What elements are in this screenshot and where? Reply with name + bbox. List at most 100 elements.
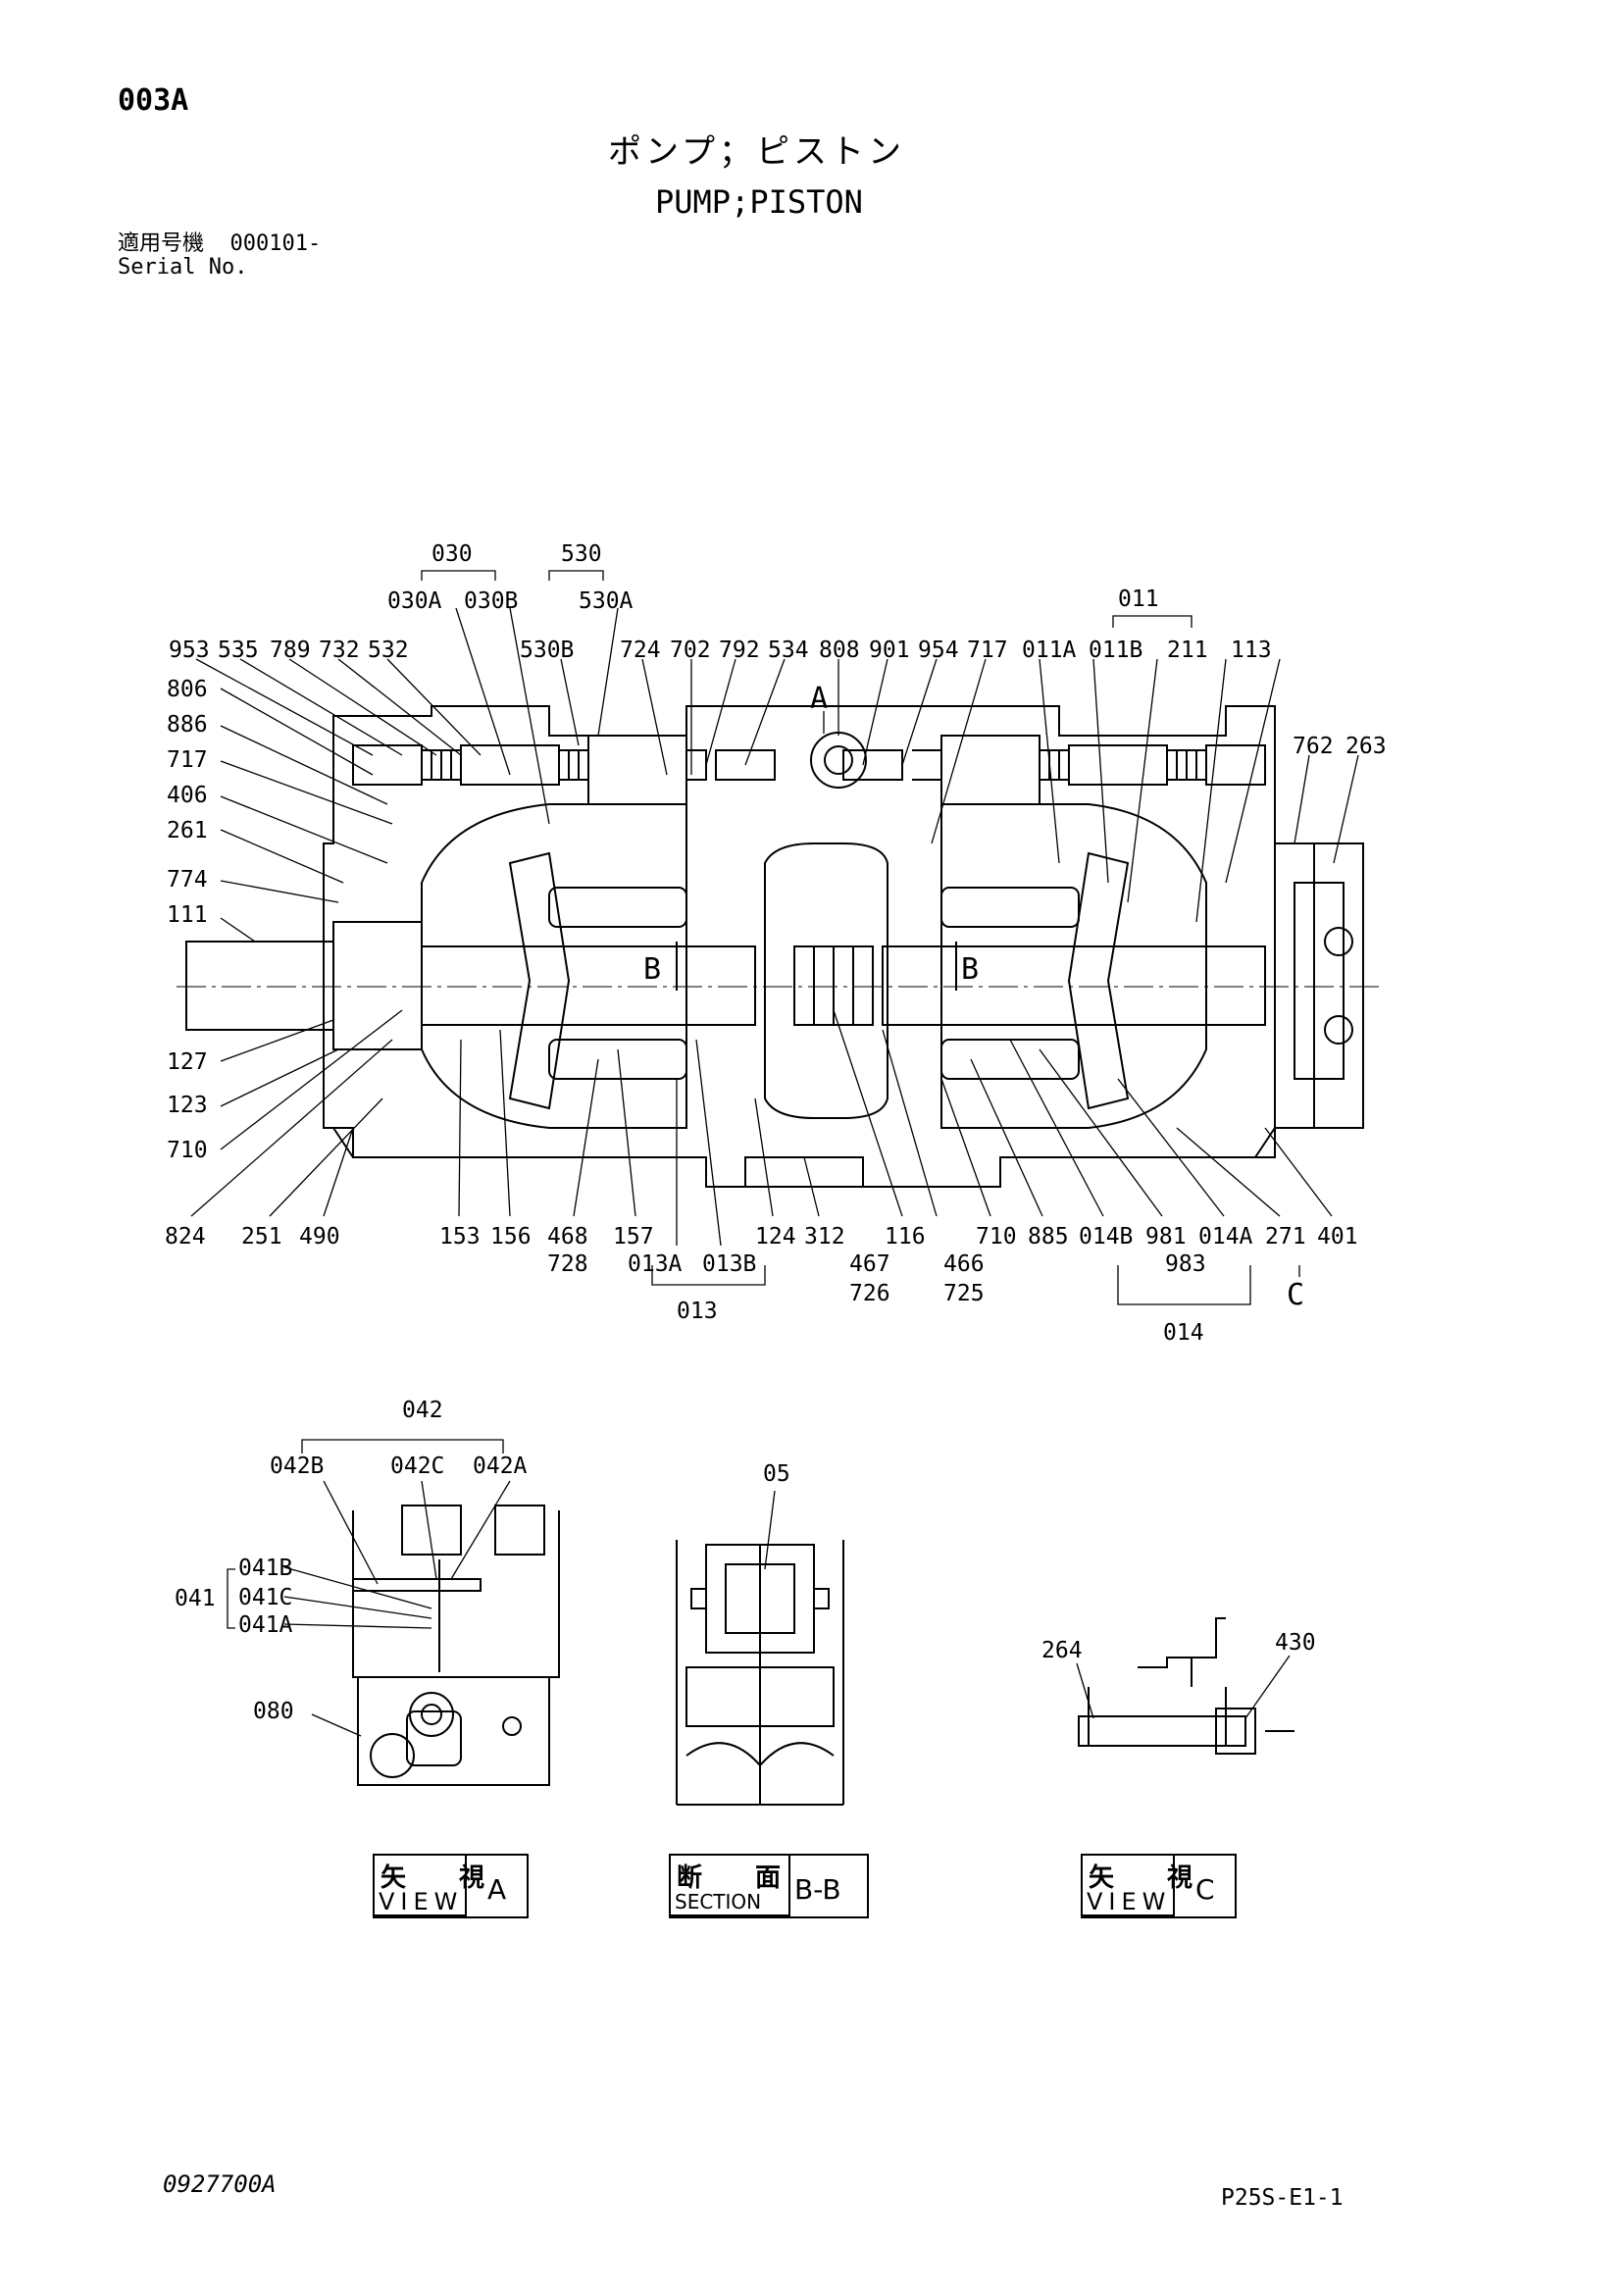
label-954: 954 bbox=[918, 638, 959, 663]
label-042B: 042B bbox=[270, 1454, 324, 1479]
page-code: 003A bbox=[118, 83, 189, 118]
label-014: 014 bbox=[1163, 1320, 1204, 1346]
serial-value: 000101- bbox=[229, 231, 322, 256]
label-732: 732 bbox=[319, 638, 360, 663]
label-211: 211 bbox=[1167, 638, 1208, 663]
label-041A: 041A bbox=[238, 1612, 293, 1638]
view-a-caption-inner bbox=[375, 1856, 467, 1916]
title-japanese: ポンプ；ピストン bbox=[608, 132, 905, 172]
marker-section-b-left: B bbox=[643, 952, 661, 987]
label-156: 156 bbox=[490, 1224, 532, 1250]
label-710-left: 710 bbox=[167, 1138, 208, 1163]
label-261: 261 bbox=[167, 818, 208, 843]
serial-label-jp: 適用号機 bbox=[118, 231, 205, 256]
label-011A: 011A bbox=[1022, 638, 1077, 663]
label-466: 466 bbox=[943, 1251, 985, 1277]
label-013B: 013B bbox=[702, 1251, 756, 1277]
view-c-detail: 264 430 bbox=[1041, 1617, 1316, 1755]
label-041: 041 bbox=[175, 1586, 216, 1611]
label-901: 901 bbox=[869, 638, 910, 663]
label-724: 724 bbox=[620, 638, 661, 663]
label-717-top: 717 bbox=[967, 638, 1008, 663]
label-774: 774 bbox=[167, 867, 208, 893]
label-726: 726 bbox=[849, 1281, 890, 1306]
label-312: 312 bbox=[804, 1224, 845, 1250]
view-c-caption-jp: 矢 視 bbox=[1089, 1863, 1207, 1893]
label-702: 702 bbox=[670, 638, 711, 663]
label-406: 406 bbox=[167, 783, 208, 808]
view-c-caption-inner bbox=[1083, 1856, 1175, 1916]
label-264: 264 bbox=[1041, 1638, 1083, 1663]
section-bb-detail: 05 bbox=[676, 1461, 844, 1806]
label-468: 468 bbox=[547, 1224, 588, 1250]
marker-section-b-right: B bbox=[961, 952, 979, 987]
label-808: 808 bbox=[819, 638, 860, 663]
label-792: 792 bbox=[719, 638, 760, 663]
label-981: 981 bbox=[1145, 1224, 1187, 1250]
label-042A: 042A bbox=[473, 1454, 528, 1479]
view-a-caption-en: VIEW bbox=[379, 1888, 464, 1915]
label-430: 430 bbox=[1275, 1630, 1316, 1656]
label-041B: 041B bbox=[238, 1556, 292, 1581]
label-123: 123 bbox=[167, 1093, 208, 1118]
section-bb-caption: 断 面 SECTION B-B bbox=[669, 1854, 869, 1918]
label-05: 05 bbox=[763, 1461, 790, 1487]
label-532: 532 bbox=[368, 638, 409, 663]
view-a-caption-suffix: A bbox=[487, 1873, 507, 1906]
label-725: 725 bbox=[943, 1281, 985, 1306]
label-717-left: 717 bbox=[167, 747, 208, 773]
label-271: 271 bbox=[1265, 1224, 1306, 1250]
label-762: 762 bbox=[1293, 734, 1334, 759]
main-labels: 030 530 011 030A 030B 530A 530B 953 535 … bbox=[165, 541, 1387, 1346]
label-127: 127 bbox=[167, 1049, 208, 1075]
pump-section-view bbox=[177, 705, 1383, 1188]
view-c-caption-en: VIEW bbox=[1087, 1888, 1172, 1915]
label-490: 490 bbox=[299, 1224, 340, 1250]
label-011B: 011B bbox=[1089, 638, 1142, 663]
label-111: 111 bbox=[167, 902, 208, 928]
label-467: 467 bbox=[849, 1251, 890, 1277]
label-014A: 014A bbox=[1198, 1224, 1253, 1250]
title-english: PUMP;PISTON bbox=[655, 183, 863, 221]
label-153: 153 bbox=[439, 1224, 481, 1250]
sheet-code: P25S-E1-1 bbox=[1221, 2185, 1344, 2211]
label-030A: 030A bbox=[387, 588, 442, 614]
label-157: 157 bbox=[613, 1224, 654, 1250]
view-c-caption: 矢 視 VIEW C bbox=[1081, 1854, 1237, 1918]
label-113: 113 bbox=[1231, 638, 1272, 663]
view-a-caption: 矢 視 VIEW A bbox=[373, 1854, 529, 1918]
label-953: 953 bbox=[169, 638, 210, 663]
label-011: 011 bbox=[1118, 587, 1159, 612]
view-a-detail: 042 042B 042C 042A 041 041B 041C 041A 08… bbox=[175, 1398, 560, 1786]
section-bb-caption-en: SECTION bbox=[675, 1890, 762, 1913]
label-014B: 014B bbox=[1079, 1224, 1133, 1250]
section-bb-caption-suffix: B-B bbox=[794, 1873, 841, 1906]
label-530: 530 bbox=[561, 541, 602, 567]
label-251: 251 bbox=[241, 1224, 282, 1250]
label-886: 886 bbox=[167, 712, 208, 738]
marker-view-a: A bbox=[810, 682, 828, 716]
label-030: 030 bbox=[431, 541, 473, 567]
view-c-caption-suffix: C bbox=[1195, 1873, 1215, 1906]
label-013A: 013A bbox=[628, 1251, 683, 1277]
label-013: 013 bbox=[677, 1299, 718, 1324]
label-535: 535 bbox=[218, 638, 259, 663]
label-042C: 042C bbox=[390, 1454, 444, 1479]
label-030B: 030B bbox=[464, 588, 518, 614]
label-080: 080 bbox=[253, 1699, 294, 1724]
label-534: 534 bbox=[768, 638, 809, 663]
leader-lines bbox=[190, 570, 1359, 1305]
label-401: 401 bbox=[1317, 1224, 1358, 1250]
label-789: 789 bbox=[270, 638, 311, 663]
label-806: 806 bbox=[167, 677, 208, 702]
view-a-caption-jp: 矢 視 bbox=[381, 1863, 499, 1893]
label-710-bottom: 710 bbox=[976, 1224, 1017, 1250]
label-824: 824 bbox=[165, 1224, 206, 1250]
label-116: 116 bbox=[885, 1224, 926, 1250]
label-983: 983 bbox=[1165, 1251, 1206, 1277]
label-530A: 530A bbox=[579, 588, 634, 614]
label-124: 124 bbox=[755, 1224, 796, 1250]
label-263: 263 bbox=[1345, 734, 1387, 759]
label-041C: 041C bbox=[238, 1585, 292, 1610]
